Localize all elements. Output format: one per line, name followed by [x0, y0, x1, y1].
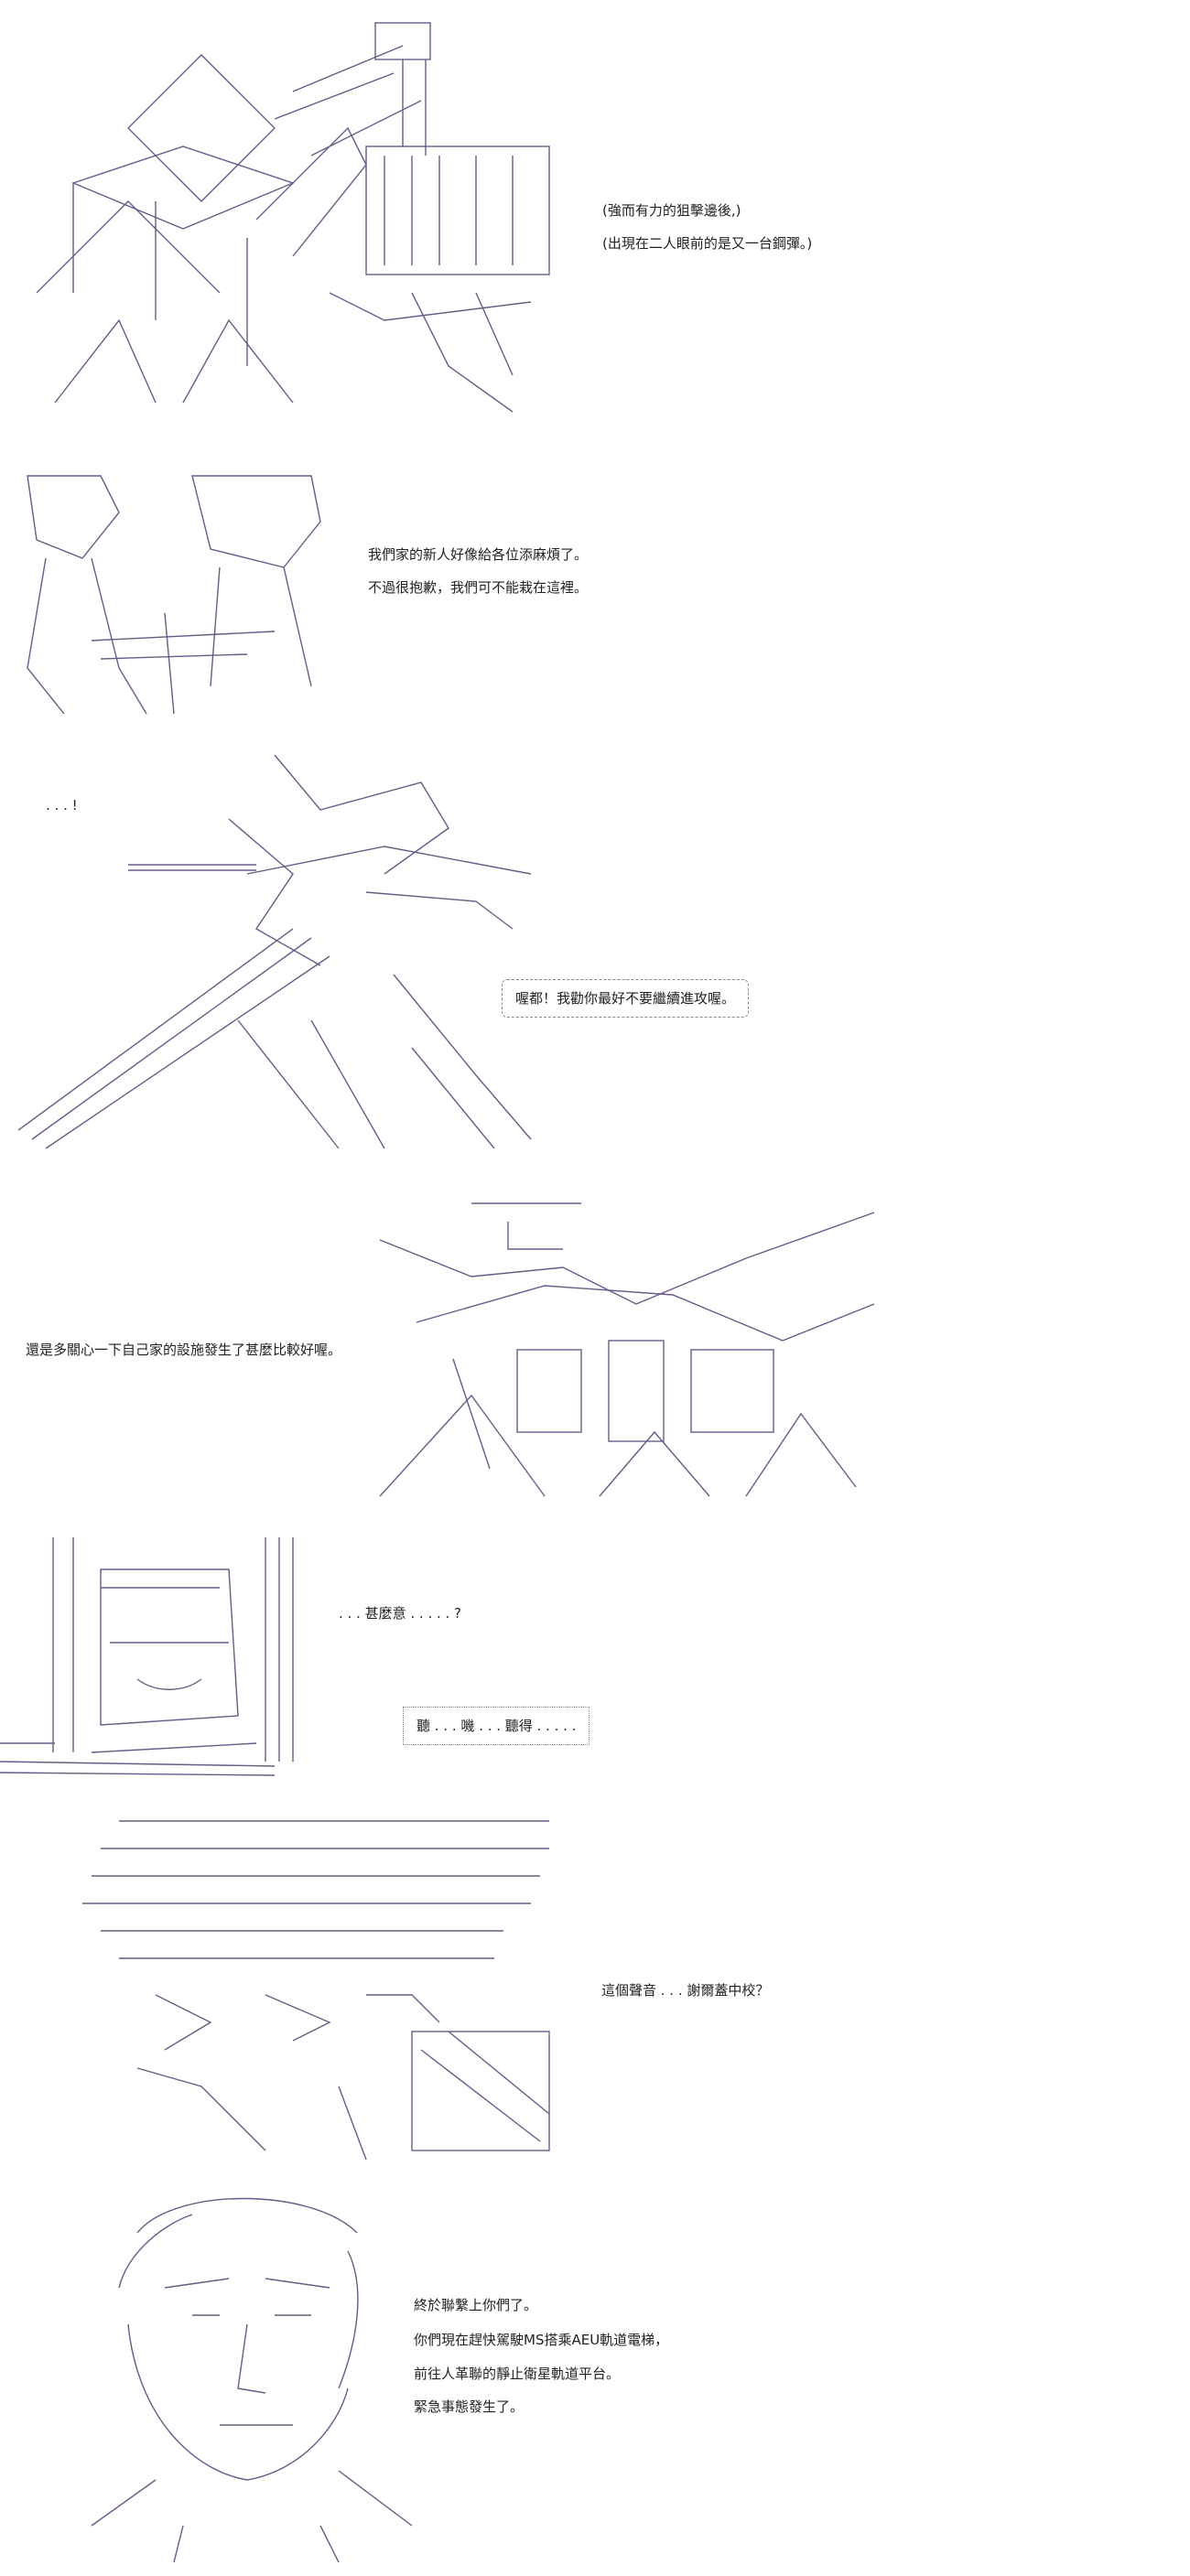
ascii-art-sergei-face — [82, 2178, 421, 2562]
dialogue-line: (強而有力的狙擊邊後,) — [602, 202, 741, 219]
dialogue-line: 終於聯繫上你們了。 — [414, 2297, 538, 2313]
speech-bubble: 喔都！我勸你最好不要繼續進攻喔。 — [502, 979, 750, 1018]
dialogue-line: 不過很抱歉，我們可不能栽在這裡。 — [368, 579, 589, 596]
dialogue-line: 前往人革聯的靜止衛星軌道平台。 — [414, 2366, 621, 2382]
ellipsis-text: . . . ! — [46, 797, 78, 814]
dialogue-line: 你們現在趕快駕駛MS搭乘AEU軌道電梯， — [414, 2332, 669, 2348]
panel-3: . . . ! 喔都！我勸你最好不要繼續進攻喔。 — [0, 746, 1190, 1167]
dialogue-line: 我們家的新人好像給各位添麻煩了。 — [368, 546, 589, 563]
panel-7: 終於聯繫上你們了。 你們現在趕快駕駛MS搭乘AEU軌道電梯， 前往人革聯的靜止衛… — [0, 2178, 1190, 2562]
panel-1: (強而有力的狙擊邊後,) (出現在二人眼前的是又一台鋼彈。) — [0, 18, 1190, 430]
ascii-art-cockpit-pilot — [0, 1533, 316, 1784]
bubble-text: 聽 . . . 嘰 . . . 聽得 . . . . . — [416, 1718, 577, 1734]
ascii-art-mecha — [18, 18, 568, 430]
panel-5: . . . 甚麼意 . . . . . ? 聽 . . . 嘰 . . . 聽得… — [0, 1533, 1190, 1789]
panel-2: 我們家的新人好像給各位添麻煩了。 不過很抱歉，我們可不能栽在這裡。 — [0, 458, 1190, 732]
bubble-text: 喔都！我勸你最好不要繼續進攻喔。 — [515, 990, 736, 1007]
ascii-art-hair-figure — [64, 1812, 558, 2160]
question-text: . . . 甚麼意 . . . . . ? — [339, 1605, 462, 1622]
ascii-art-two-figures — [9, 458, 348, 723]
panel-4: 還是多關心一下自己家的設施發生了甚麼比較好喔。 — [0, 1194, 1190, 1505]
dialogue-line: 還是多關心一下自己家的設施發生了甚麼比較好喔。 — [26, 1342, 342, 1358]
panel-6: 這個聲音 . . . 謝爾蓋中校？ — [0, 1812, 1190, 2160]
radio-bubble: 聽 . . . 嘰 . . . 聽得 . . . . . — [403, 1707, 590, 1745]
dialogue-line: 這個聲音 . . . 謝爾蓋中校？ — [601, 1982, 770, 1999]
ascii-art-gundam-beam — [18, 746, 577, 1162]
dialogue-line: 緊急事態發生了。 — [414, 2398, 525, 2415]
dialogue-line: (出現在二人眼前的是又一台鋼彈。) — [602, 235, 813, 252]
ascii-art-facility — [362, 1194, 892, 1505]
